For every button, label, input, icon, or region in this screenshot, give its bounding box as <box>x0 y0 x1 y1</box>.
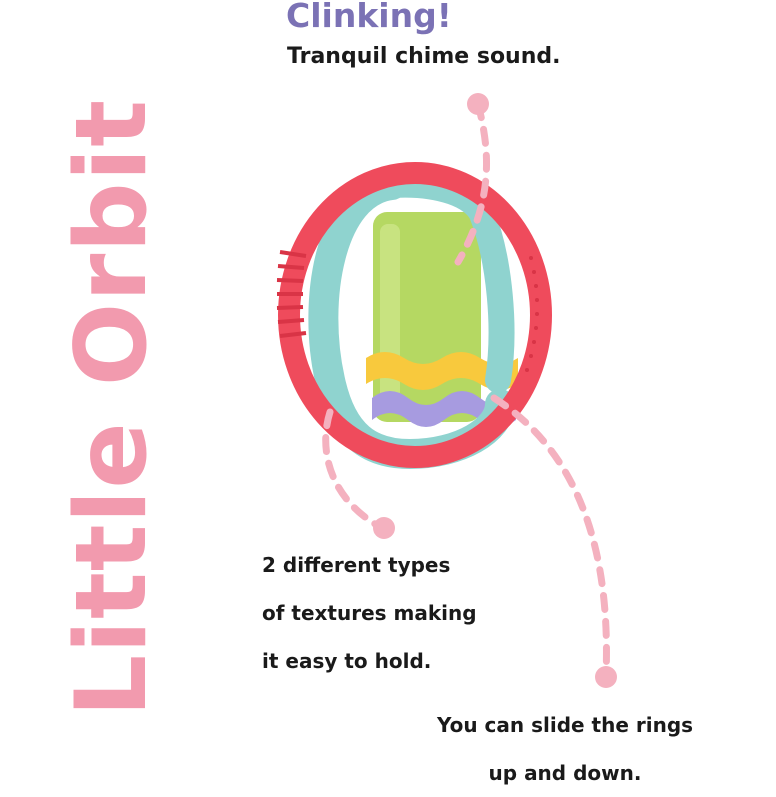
texture-note-line: 2 different types <box>262 553 451 577</box>
yellow-wave-ring <box>366 352 518 390</box>
bumpy-texture-dots <box>525 256 539 372</box>
product-title: Little Orbit <box>55 98 169 718</box>
chime-callout-dot <box>467 93 489 115</box>
slide-note: You can slide the rings up and down. <box>426 701 704 797</box>
grip-ridges <box>276 250 307 338</box>
texture-note-line: of textures making <box>262 601 477 625</box>
subheadline: Tranquil chime sound. <box>287 44 561 69</box>
headline: Clinking! <box>286 0 452 35</box>
texture-note: 2 different types of textures making it … <box>262 541 477 685</box>
texture-callout-dot <box>373 517 395 539</box>
slide-note-line: You can slide the rings <box>436 713 694 737</box>
slide-callout-line <box>490 394 610 680</box>
chime-callout-line <box>454 100 491 266</box>
slide-callout-dot <box>595 666 617 688</box>
product-illustration <box>276 93 617 688</box>
red-outer-ring <box>278 162 552 468</box>
slide-note-line: up and down. <box>488 761 642 785</box>
teal-inner-ring-right <box>379 171 515 393</box>
texture-callout-line <box>322 408 386 532</box>
texture-note-line: it easy to hold. <box>262 649 432 673</box>
